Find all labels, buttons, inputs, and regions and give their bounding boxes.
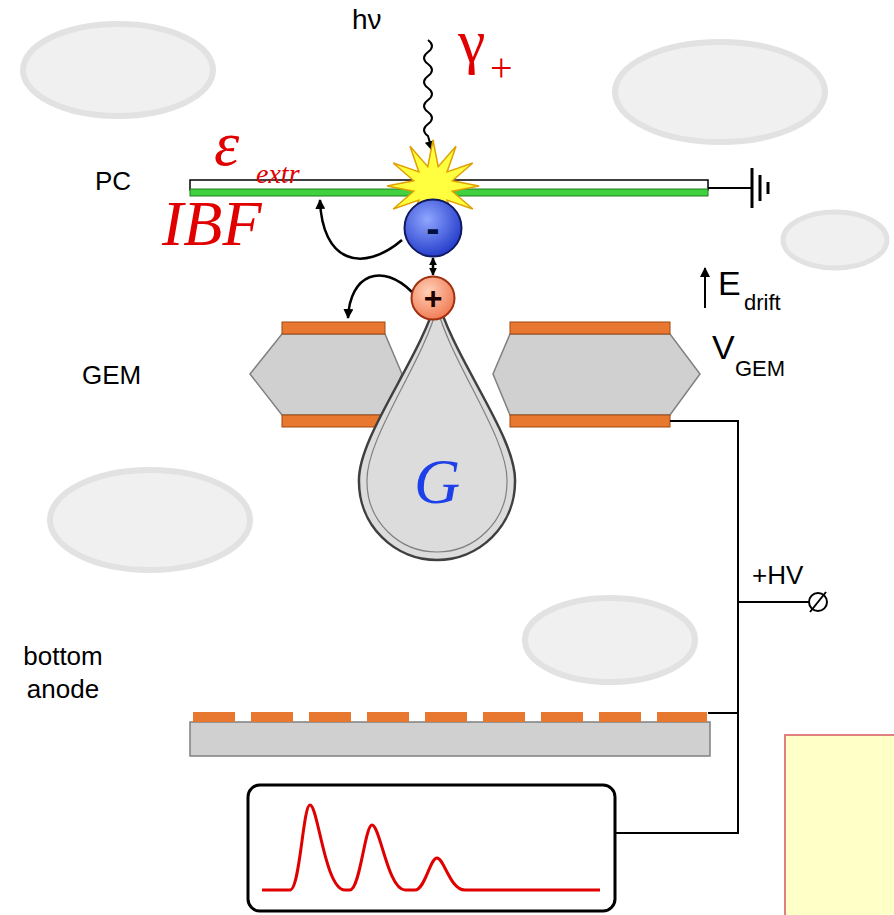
supply-label: +HV [752,560,803,590]
pulse-trace [262,805,600,890]
avalanche-drop-shape [359,297,515,560]
avalanche-drop-fill [359,297,515,560]
gain-subscript-box: + [490,48,513,88]
bias-wire [615,421,738,833]
watermark-hole [23,24,213,116]
photon-label: hν [352,4,382,35]
efficiency-subscript-box: extr [256,160,300,188]
voltage-subscript-box: GEM [735,358,785,380]
gain-symbol: G [414,450,460,514]
voltage-symbol: V [712,328,735,366]
avalanche-drop-outline [357,297,517,562]
hv-terminal [809,593,827,611]
gem-electrode [510,415,670,427]
background-holes [23,24,887,682]
supply-label-box: +HV [752,562,803,588]
gem-electrode [510,322,670,334]
gain-symbol-box: γ [458,10,485,72]
anode-pad [599,712,641,722]
hv-wire [738,601,809,603]
gem-electrode [282,415,385,427]
hv-terminal [810,592,826,612]
field-subscript-box: drift [744,292,781,314]
anode-pad [425,712,467,722]
anode-wire [708,712,738,714]
part-name: bottom anode [4,640,122,705]
ion-circle-fill [412,277,455,320]
efficiency-subscript: extr [256,158,300,189]
avalanche-drop: G [357,297,517,562]
watermark-hole [525,598,695,682]
ibf-symbol-box: IBF [162,192,262,256]
ion-backflow-arrow [348,275,412,318]
part-name-box: PC [95,168,131,194]
anode-pad [367,712,409,722]
efficiency-symbol: ε [214,108,239,179]
anode-pads [193,712,707,722]
oscilloscope-box [248,785,615,911]
field-arrow [704,268,706,308]
field-symbol: E [718,264,741,302]
anode-pad [251,712,293,722]
electron-circle-fill [405,200,462,257]
connector-arrow [432,258,435,275]
photon-wave [424,40,432,150]
field-subscript: drift [744,290,781,315]
anode-pad [657,712,707,722]
note-box [785,735,894,915]
gain-symbol: γ [458,7,485,75]
voltage-symbol-box: V [712,330,735,364]
anode-board [190,722,710,756]
voltage-subscript: GEM [735,356,785,381]
ground-symbol [767,182,770,194]
ibf-symbol: IBF [162,188,262,259]
part-name: GEM [82,360,141,390]
charge-sign: - [426,208,439,248]
gem-insulator [250,334,402,415]
field-symbol-box: E [718,266,741,300]
part-name-box: GEM [82,362,141,388]
anode-pad [483,712,525,722]
ground-symbol [759,175,762,201]
ground-symbol [751,168,754,208]
ground-wire [708,187,752,189]
watermark-hole [50,470,250,570]
watermark-hole [615,42,825,142]
gem-insulator [493,334,700,415]
anode-pad [193,712,235,722]
anode-pad [541,712,583,722]
gem-electrode [282,322,385,334]
anode-pad [309,712,351,722]
part-name-box: bottom anode [4,640,122,705]
charge-sign: + [424,282,443,314]
part-name: PC [95,166,131,196]
photon-label-box: hν [352,6,382,34]
ion-circle: + [410,275,456,321]
watermark-hole [783,212,887,268]
efficiency-symbol-box: ε [214,112,239,176]
gain-subscript: + [490,45,513,90]
electron-circle: - [403,198,463,258]
avalanche-drop-inner-line [367,307,507,552]
extraction-arrow [320,200,402,259]
